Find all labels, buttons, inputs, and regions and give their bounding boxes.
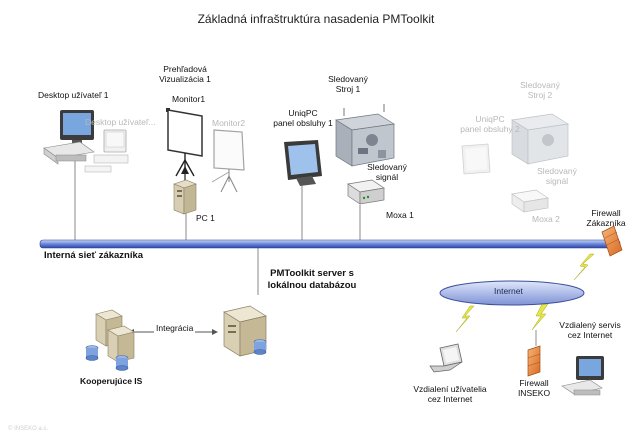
signal-1-label-line1: Sledovaný xyxy=(367,162,407,172)
machine-2-label-line2: Stroj 2 xyxy=(527,90,553,100)
moxa-1-icon xyxy=(347,179,385,205)
firewall-customer-label-line1: Firewall xyxy=(591,208,621,218)
remote-service-desktop-icon xyxy=(561,356,604,396)
internet-label: Internet xyxy=(494,286,523,296)
visualization-label: Prehľadová Vizualizácia 1 xyxy=(150,64,220,84)
network-label: Interná sieť zákazníka xyxy=(44,250,144,261)
moxa-2-label: Moxa 2 xyxy=(532,214,560,224)
monitor-1-screen-icon xyxy=(166,108,203,181)
firewall-inseko-label-line1: Firewall xyxy=(519,378,549,388)
firewall-inseko-icon xyxy=(527,345,541,377)
desktop-2-label: Desktop užívateľ... xyxy=(85,117,156,127)
firewall-inseko-label: Firewall INSEKO xyxy=(510,378,558,398)
moxa-2-icon xyxy=(511,189,549,213)
machine-2-label-line1: Sledovaný xyxy=(520,80,560,90)
monitor-2-screen-icon xyxy=(211,129,245,193)
moxa-1-label: Moxa 1 xyxy=(386,210,414,220)
server-label-line1: PMToolkit server s xyxy=(270,268,354,279)
cooperating-is-label: Kooperujúce IS xyxy=(80,376,143,386)
remote-service-label: Vzdialený servis cez Internet xyxy=(552,320,628,340)
pc-1-icon xyxy=(173,179,197,215)
uniqpc-1-label-line1: UniqPC xyxy=(288,108,318,118)
machine-2-icon xyxy=(511,113,569,165)
integration-label: Integrácia xyxy=(154,323,196,333)
pc-1-label: PC 1 xyxy=(196,213,215,223)
firewall-customer-label: Firewall Zákazníka xyxy=(582,208,630,228)
signal-1-label-line2: signál xyxy=(375,172,399,182)
monitor-2-label: Monitor2 xyxy=(212,118,246,128)
signal-2-label: Sledovaný signál xyxy=(532,166,582,186)
visualization-label-line2: Vizualizácia 1 xyxy=(159,74,211,84)
server-label: PMToolkit server s lokálnou databázou xyxy=(252,268,372,292)
signal-2-label-line2: signál xyxy=(545,176,569,186)
machine-1-label-line2: Stroj 1 xyxy=(335,84,361,94)
uniqpc-2-label-line2: panel obsluhy 2 xyxy=(460,124,520,134)
cooperating-is-icon xyxy=(85,309,135,371)
uniqpc-panel-2-icon xyxy=(461,143,491,175)
uniqpc-1-label-line2: panel obsluhy 1 xyxy=(273,118,333,128)
footer-copyright: © INSEKO a.s. xyxy=(8,426,49,432)
visualization-label-line1: Prehľadová xyxy=(163,64,207,74)
remote-service-label-line2: cez Internet xyxy=(567,330,613,340)
firewall-customer-label-line2: Zákazníka xyxy=(586,218,626,228)
machine-1-icon xyxy=(335,104,395,167)
remote-users-label-line2: cez Internet xyxy=(427,394,473,404)
server-label-line2: lokálnou databázou xyxy=(267,280,357,291)
machine-1-label: Sledovaný Stroj 1 xyxy=(318,74,378,94)
desktop-1-label: Desktop užívateľ 1 xyxy=(38,90,109,100)
laptop-icon xyxy=(429,343,463,373)
internal-network-bus xyxy=(39,239,621,249)
drop-lines xyxy=(74,160,361,295)
firewall-inseko-label-line2: INSEKO xyxy=(517,388,551,398)
desktop-1-icon xyxy=(43,110,95,165)
signal-1-label: Sledovaný signál xyxy=(362,162,412,182)
remote-service-label-line1: Vzdialený servis xyxy=(559,320,621,330)
remote-users-label-line1: Vzdialení užívatelia xyxy=(413,384,487,394)
server-icon xyxy=(223,305,267,357)
diagram-title: Základná infraštruktúra nasadenia PMTool… xyxy=(197,12,435,26)
internet-cloud xyxy=(439,280,585,306)
lightning-bolts xyxy=(455,253,595,333)
uniqpc-panel-1-icon xyxy=(284,140,322,186)
desktop-2-icon xyxy=(84,129,129,173)
monitor-1-label: Monitor1 xyxy=(172,94,206,104)
remote-users-label: Vzdialení užívatelia cez Internet xyxy=(408,384,492,404)
machine-1-label-line1: Sledovaný xyxy=(328,74,368,84)
machine-2-label: Sledovaný Stroj 2 xyxy=(510,80,570,100)
uniqpc-2-label-line1: UniqPC xyxy=(475,114,505,124)
signal-2-label-line1: Sledovaný xyxy=(537,166,577,176)
firewall-customer-icon xyxy=(601,225,623,257)
uniqpc-1-label: UniqPC panel obsluhy 1 xyxy=(268,108,338,128)
uniqpc-2-label: UniqPC panel obsluhy 2 xyxy=(452,114,528,134)
